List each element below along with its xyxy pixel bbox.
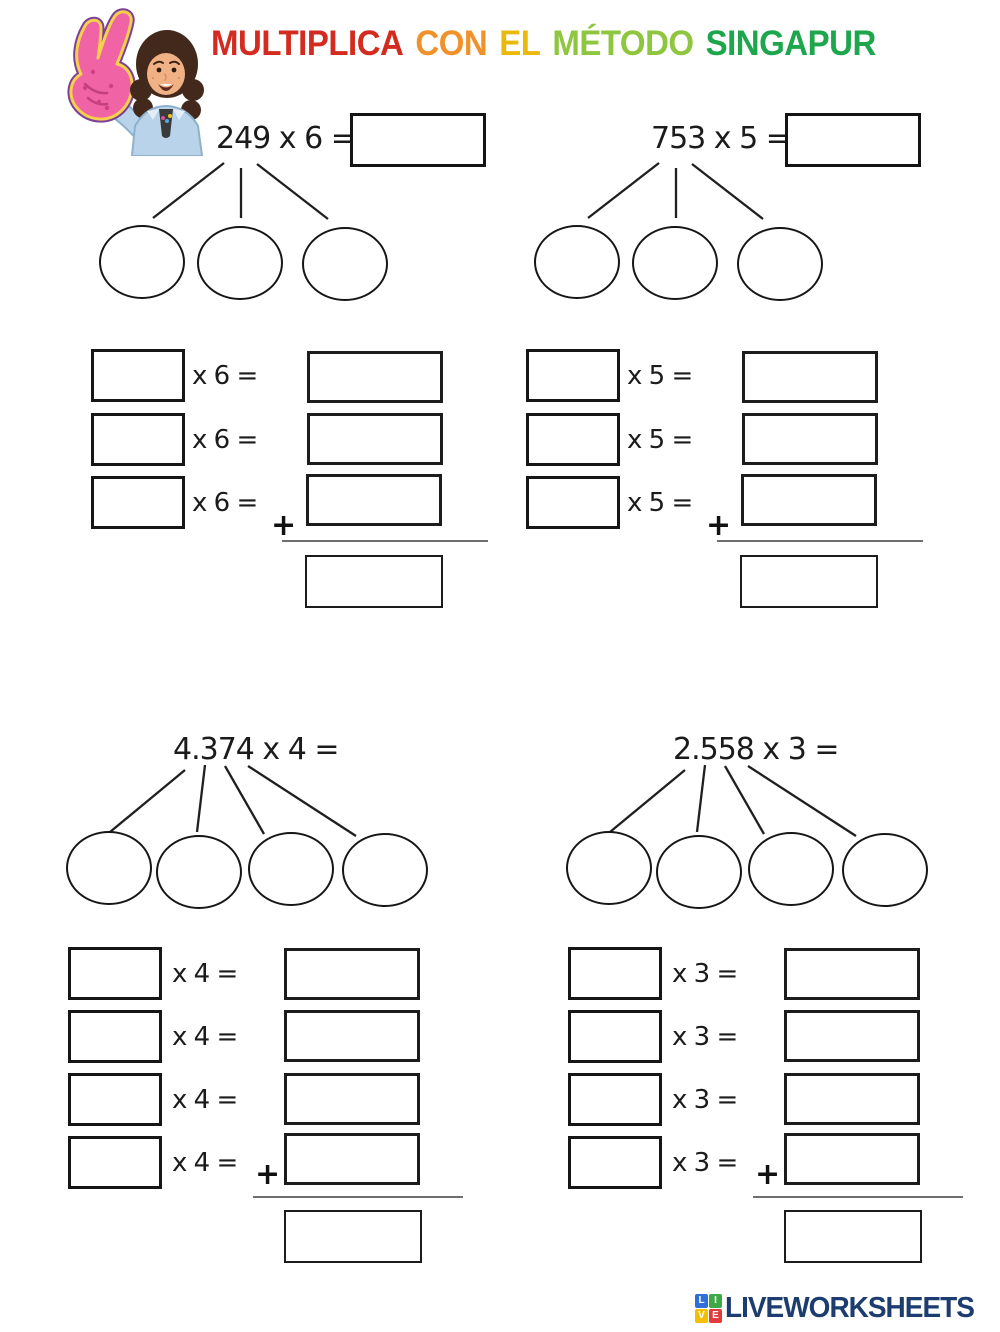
decomposition-oval[interactable] — [842, 833, 928, 907]
avatar-bitmoji — [67, 8, 204, 156]
row-result-box[interactable] — [284, 948, 420, 1000]
plus-sign: + — [255, 1157, 281, 1192]
branch-lines — [152, 162, 329, 220]
row-result-box[interactable] — [284, 1073, 420, 1125]
equation-label: 4.374 x 4 = — [173, 732, 339, 767]
row-result-box[interactable] — [307, 413, 443, 465]
decomposition-oval[interactable] — [534, 225, 620, 299]
row-result-box[interactable] — [784, 948, 920, 1000]
logo-square-i: I — [709, 1293, 722, 1308]
liveworksheets-logo[interactable]: L I V E LIVEWORKSHEETS — [695, 1291, 975, 1324]
row-result-box[interactable] — [742, 351, 878, 403]
avatar-jacket — [130, 104, 204, 156]
part-input-box[interactable] — [68, 1010, 162, 1063]
branch-lines — [587, 162, 764, 220]
title-word: EL — [499, 22, 541, 63]
row-result-box[interactable] — [784, 1133, 920, 1185]
row-result-box[interactable] — [741, 474, 877, 526]
row-result-box[interactable] — [306, 474, 442, 526]
part-input-box[interactable] — [91, 476, 185, 529]
decomposition-oval[interactable] — [342, 833, 428, 907]
logo-square-v: V — [695, 1308, 708, 1323]
decomposition-oval[interactable] — [748, 832, 834, 906]
avatar-face — [147, 44, 185, 95]
decomposition-oval[interactable] — [99, 225, 185, 299]
title-word: MÉTODO — [552, 22, 694, 63]
row-multiplier-label: x 6 = — [192, 361, 258, 391]
decomposition-oval[interactable] — [156, 835, 242, 909]
row-result-box[interactable] — [284, 1010, 420, 1062]
plus-sign: + — [271, 508, 297, 543]
title-word: MULTIPLICA — [211, 22, 404, 63]
title-word: CON — [415, 22, 488, 63]
row-multiplier-label: x 4 = — [172, 1148, 238, 1178]
equation-answer-box[interactable] — [350, 113, 486, 167]
equation-label: 249 x 6 = — [216, 121, 356, 156]
page-title: MULTIPLICA CON EL MÉTODO SINGAPUR — [205, 22, 876, 63]
sum-result-box[interactable] — [784, 1210, 922, 1263]
row-result-box[interactable] — [784, 1073, 920, 1125]
row-result-box[interactable] — [742, 413, 878, 465]
row-result-box[interactable] — [284, 1133, 420, 1185]
logo-wordmark: LIVEWORKSHEETS — [725, 1291, 975, 1324]
row-multiplier-label: x 4 = — [172, 959, 238, 989]
decomposition-oval[interactable] — [737, 227, 823, 301]
equation-answer-box[interactable] — [785, 113, 921, 167]
decomposition-oval[interactable] — [248, 832, 334, 906]
sum-result-box[interactable] — [740, 555, 878, 608]
part-input-box[interactable] — [568, 1136, 662, 1189]
decomposition-oval[interactable] — [66, 831, 152, 905]
sum-line — [753, 1196, 963, 1198]
row-result-box[interactable] — [784, 1010, 920, 1062]
row-multiplier-label: x 3 = — [672, 1148, 738, 1178]
part-input-box[interactable] — [68, 1136, 162, 1189]
title-word: SINGAPUR — [705, 22, 877, 63]
row-multiplier-label: x 3 = — [672, 1022, 738, 1052]
decomposition-oval[interactable] — [566, 831, 652, 905]
decomposition-oval[interactable] — [197, 226, 283, 300]
row-multiplier-label: x 6 = — [192, 488, 258, 518]
row-multiplier-label: x 5 = — [627, 488, 693, 518]
part-input-box[interactable] — [68, 947, 162, 1000]
peace-hand-icon — [67, 8, 136, 123]
part-input-box[interactable] — [568, 947, 662, 1000]
row-multiplier-label: x 6 = — [192, 425, 258, 455]
sum-line — [282, 540, 488, 542]
branch-lines — [109, 764, 357, 837]
problem-1: 249 x 6 = x 6 = x 6 = x 6 = + — [80, 113, 500, 623]
part-input-box[interactable] — [568, 1010, 662, 1063]
row-multiplier-label: x 4 = — [172, 1022, 238, 1052]
problem-3: 4.374 x 4 = x 4 = x 4 = x 4 = x 4 = + — [55, 730, 475, 1278]
branch-lines — [609, 764, 857, 837]
part-input-box[interactable] — [91, 349, 185, 402]
part-input-box[interactable] — [568, 1073, 662, 1126]
liveworksheets-logo-icon: L I V E — [695, 1293, 722, 1323]
logo-square-e: E — [709, 1308, 722, 1323]
logo-square-l: L — [695, 1293, 708, 1308]
equation-label: 2.558 x 3 = — [673, 732, 839, 767]
row-multiplier-label: x 5 = — [627, 425, 693, 455]
row-multiplier-label: x 5 = — [627, 361, 693, 391]
decomposition-oval[interactable] — [632, 226, 718, 300]
part-input-box[interactable] — [526, 413, 620, 466]
row-multiplier-label: x 3 = — [672, 959, 738, 989]
row-result-box[interactable] — [307, 351, 443, 403]
plus-sign: + — [706, 508, 732, 543]
decomposition-oval[interactable] — [302, 227, 388, 301]
part-input-box[interactable] — [68, 1073, 162, 1126]
equation-label: 753 x 5 = — [651, 121, 791, 156]
row-multiplier-label: x 4 = — [172, 1085, 238, 1115]
part-input-box[interactable] — [526, 349, 620, 402]
part-input-box[interactable] — [526, 476, 620, 529]
decomposition-oval[interactable] — [656, 835, 742, 909]
problem-2: 753 x 5 = x 5 = x 5 = x 5 = + — [515, 113, 935, 623]
problem-4: 2.558 x 3 = x 3 = x 3 = x 3 = x 3 = + — [555, 730, 975, 1278]
sum-line — [253, 1196, 463, 1198]
part-input-box[interactable] — [91, 413, 185, 466]
sum-result-box[interactable] — [284, 1210, 422, 1263]
sum-line — [717, 540, 923, 542]
plus-sign: + — [755, 1157, 781, 1192]
sum-result-box[interactable] — [305, 555, 443, 608]
row-multiplier-label: x 3 = — [672, 1085, 738, 1115]
